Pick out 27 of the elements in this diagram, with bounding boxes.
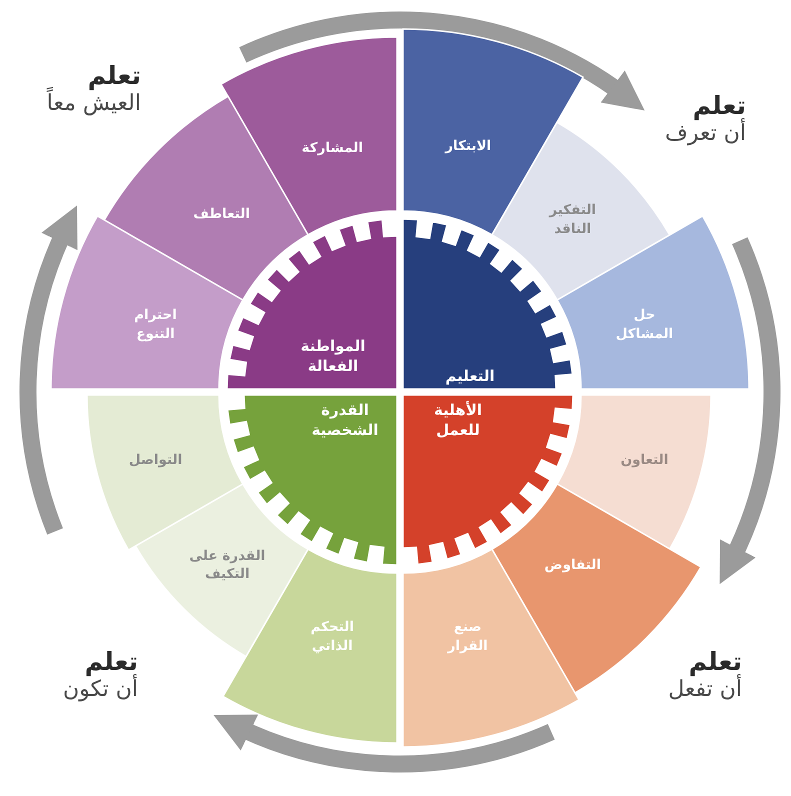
wedge-segment	[557, 395, 711, 549]
pillar-subtitle: أن تكون	[62, 676, 138, 704]
segment-label: القدرة الشخصية	[310, 400, 380, 440]
segment-label: حل المشاكل	[614, 306, 674, 342]
segment-label: التفكير الناقد	[548, 201, 598, 238]
segment-label: التعاون	[620, 450, 670, 469]
segment-label: صنع القرار	[446, 618, 489, 655]
segment-label: التواصل	[128, 450, 184, 469]
segment-label: الابتكار	[444, 136, 492, 155]
segment-label: التحكم الذاتي	[310, 618, 355, 655]
segment-label: التعليم	[444, 366, 496, 386]
segment-label: المواطنة الفعالة	[300, 336, 366, 376]
segment-label: الأهلية للعمل	[432, 400, 484, 440]
wedge-segment	[87, 395, 243, 550]
pillar-title: تعلم	[84, 648, 138, 676]
wedge-segment	[135, 484, 309, 657]
pillar-subtitle: أن تعرف	[665, 120, 746, 148]
pillar-subtitle: أن تفعل	[668, 676, 742, 704]
segment-label: التفاوض	[543, 556, 602, 574]
core-gear-segment	[227, 219, 397, 389]
segment-label: احترام التنوع	[133, 306, 178, 342]
segment-label: التعاطف	[192, 204, 251, 223]
segment-label: القدرة على التكيف	[188, 546, 266, 583]
pillar-title: تعلم	[692, 92, 746, 120]
pillar-title: تعلم	[88, 62, 141, 91]
segment-label: المشاركة	[300, 138, 364, 157]
pillar-title: تعلم	[688, 648, 742, 676]
